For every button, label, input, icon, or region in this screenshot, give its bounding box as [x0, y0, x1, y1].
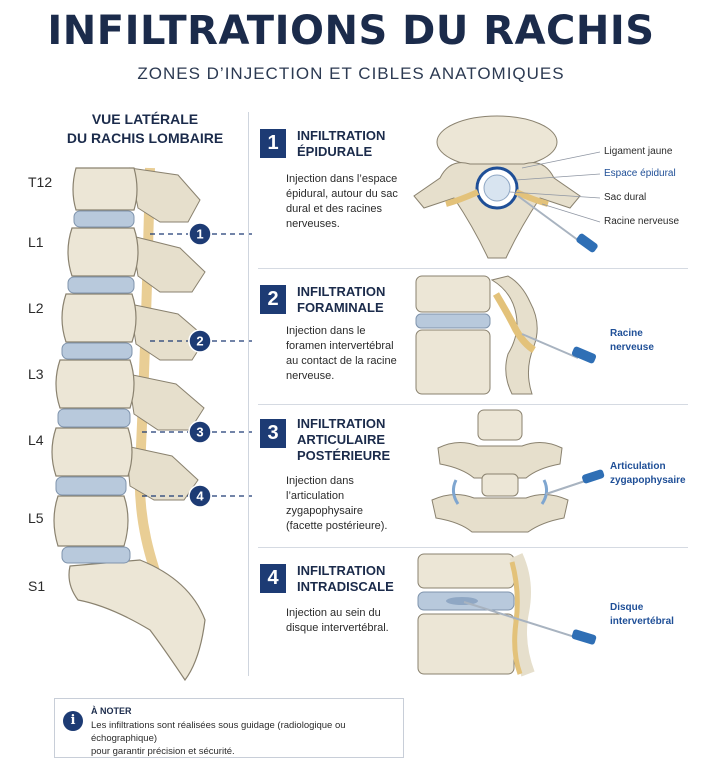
panel-2-title: INFILTRATION FORAMINALE	[297, 284, 407, 316]
panel-1-title: INFILTRATION ÉPIDURALE	[297, 128, 407, 160]
panel-1-desc-line4: nerveuses.	[286, 218, 340, 230]
label-racine-line2: nerveuse	[610, 342, 654, 353]
panel-2-title-line2: FORAMINALE	[297, 300, 384, 315]
panel-2-title-line1: INFILTRATION	[297, 284, 386, 299]
note-text-line1: Les infiltrations sont réalisées sous gu…	[91, 720, 346, 744]
lumbar-spine-lateral-illustration	[51, 167, 207, 682]
column-divider	[248, 112, 249, 676]
panel-4-desc-line2: disque intervertébral.	[286, 622, 389, 634]
vertebra-l1	[67, 227, 139, 277]
panel-3-title-line3: POSTÉRIEURE	[297, 448, 391, 463]
panel-1-title-line1: INFILTRATION	[297, 128, 386, 143]
panel-3-desc-line4: (facette postérieure).	[286, 520, 388, 532]
panel-separator-2	[258, 404, 688, 405]
panel-4-title-line2: INTRADISCALE	[297, 579, 394, 594]
panel-2-description: Injection dans le foramen intervertébral…	[286, 324, 404, 384]
note-box: i À NOTER Les infiltrations sont réalisé…	[54, 698, 404, 758]
note-text-line2: pour garantir précision et sécurité.	[91, 746, 235, 757]
label-espace-epidural: Espace épidural	[604, 168, 676, 179]
label-sac-dural: Sac dural	[604, 192, 647, 203]
vertebra-l5	[53, 495, 129, 547]
panel-2-desc-line3: au contact de la racine	[286, 355, 397, 367]
panel-3-desc-line3: zygapophysaire	[286, 505, 364, 517]
label-racine: Racine nerveuse	[610, 327, 654, 355]
level-label-l4: L4	[28, 432, 44, 448]
vertebra-l4	[51, 427, 133, 477]
label-racine-nerveuse: Racine nerveuse	[604, 216, 680, 227]
panel-3-description: Injection dans l’articulation zygapophys…	[286, 474, 404, 534]
panel-1-desc-line2: épidural, autour du sac	[286, 188, 398, 200]
label-disque: Disque intervertébral	[610, 601, 674, 629]
vertebra-l2	[61, 293, 137, 343]
panel-4-title-line1: INFILTRATION	[297, 563, 386, 578]
lateral-view-title-line1: VUE LATÉRALE	[91, 111, 199, 127]
marker-3: 3	[188, 420, 212, 444]
marker-2: 2	[188, 329, 212, 353]
panel-4-title: INFILTRATION INTRADISCALE	[297, 563, 407, 595]
panel-1-description: Injection dans l’espace épidural, autour…	[286, 172, 404, 232]
label-articulation: Articulation zygapophysaire	[610, 460, 686, 488]
label-articulation-line1: Articulation	[610, 461, 666, 472]
page-subtitle: ZONES D’INJECTION ET CIBLES ANATOMIQUES	[137, 64, 565, 83]
marker-3-label: 3	[196, 425, 203, 440]
panel-3-number: 3	[260, 419, 286, 448]
level-label-l5: L5	[28, 510, 44, 526]
marker-4: 4	[188, 484, 212, 508]
panel-separator-1	[258, 268, 688, 269]
level-label-t12: T12	[28, 174, 53, 190]
panel-2-desc-line2: foramen intervertébral	[286, 340, 394, 352]
note-title: À NOTER	[91, 706, 132, 716]
marker-4-label: 4	[196, 489, 204, 504]
sacrum	[68, 559, 206, 682]
level-label-l1: L1	[28, 234, 44, 250]
axial-vertebra-illustration	[413, 115, 601, 259]
label-disque-line2: intervertébral	[610, 616, 674, 627]
panel-3-title: INFILTRATION ARTICULAIRE POSTÉRIEURE	[297, 416, 407, 464]
panel-4-desc-line1: Injection au sein du	[286, 607, 381, 619]
marker-1: 1	[188, 222, 212, 246]
panel-3-desc-line2: l’articulation	[286, 490, 345, 502]
label-racine-line1: Racine	[610, 328, 643, 339]
label-ligament-jaune: Ligament jaune	[604, 146, 673, 157]
info-icon: i	[63, 711, 83, 731]
lateral-view-title: VUE LATÉRALE DU RACHIS LOMBAIRE	[60, 110, 230, 148]
vertebra-t12	[72, 167, 138, 211]
panel-1-desc-line1: Injection dans l’espace	[286, 173, 398, 185]
posterior-facet-illustration	[431, 409, 605, 533]
marker-2-label: 2	[196, 334, 203, 349]
panel-2-desc-line4: nerveuse.	[286, 370, 335, 382]
lateral-view-title-line2: DU RACHIS LOMBAIRE	[66, 130, 224, 146]
panel-4-number: 4	[260, 564, 286, 593]
intradiscal-illustration	[417, 553, 597, 677]
foraminal-illustration	[415, 275, 597, 395]
panel-2-desc-line1: Injection dans le	[286, 325, 366, 337]
panel-1-number: 1	[260, 129, 286, 158]
label-disque-line1: Disque	[610, 602, 644, 613]
level-label-l2: L2	[28, 300, 44, 316]
panel-1-desc-line3: dural et des racines	[286, 203, 382, 215]
panel-3-title-line1: INFILTRATION	[297, 416, 386, 431]
panel-2-number: 2	[260, 285, 286, 314]
panel-4-description: Injection au sein du disque intervertébr…	[286, 606, 404, 636]
panel-3-title-line2: ARTICULAIRE	[297, 432, 386, 447]
vertebra-l3	[55, 359, 135, 409]
level-label-s1: S1	[28, 578, 46, 594]
panel-separator-3	[258, 547, 688, 548]
level-label-l3: L3	[28, 366, 44, 382]
marker-1-label: 1	[196, 227, 203, 242]
panel-1-title-line2: ÉPIDURALE	[297, 144, 373, 159]
label-articulation-line2: zygapophysaire	[610, 475, 686, 486]
note-text: Les infiltrations sont réalisées sous gu…	[91, 719, 396, 758]
page-title: INFILTRATIONS DU RACHIS	[47, 8, 655, 54]
panel-3-desc-line1: Injection dans	[286, 475, 354, 487]
